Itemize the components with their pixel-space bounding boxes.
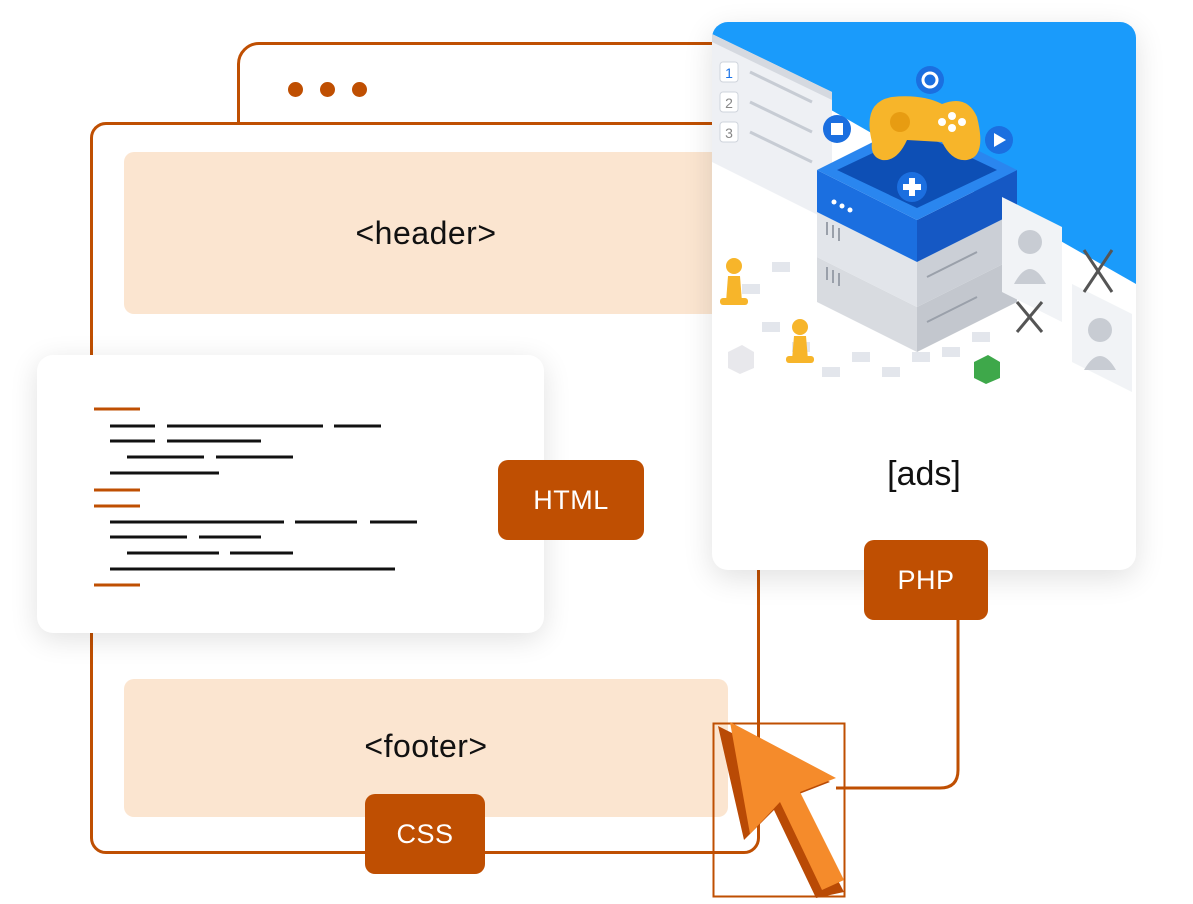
html-tag: HTML [498,460,644,540]
game-controller-illustration: 1 2 3 [712,22,1136,392]
mouse-cursor-icon [712,722,846,898]
code-lines [94,407,417,587]
code-card [37,355,544,633]
browser-dot-icon [288,82,303,97]
header-block: <header> [124,152,728,314]
svg-text:2: 2 [725,95,733,111]
svg-text:1: 1 [725,65,733,81]
ads-label: [ads] [887,455,961,493]
css-tag: CSS [365,794,485,874]
header-label: <header> [355,214,497,251]
browser-dot-icon [320,82,335,97]
browser-dot-icon [352,82,367,97]
footer-label: <footer> [364,727,488,764]
php-tag: PHP [864,540,988,620]
svg-text:3: 3 [725,125,733,141]
ad-card: 1 2 3 [712,22,1136,570]
